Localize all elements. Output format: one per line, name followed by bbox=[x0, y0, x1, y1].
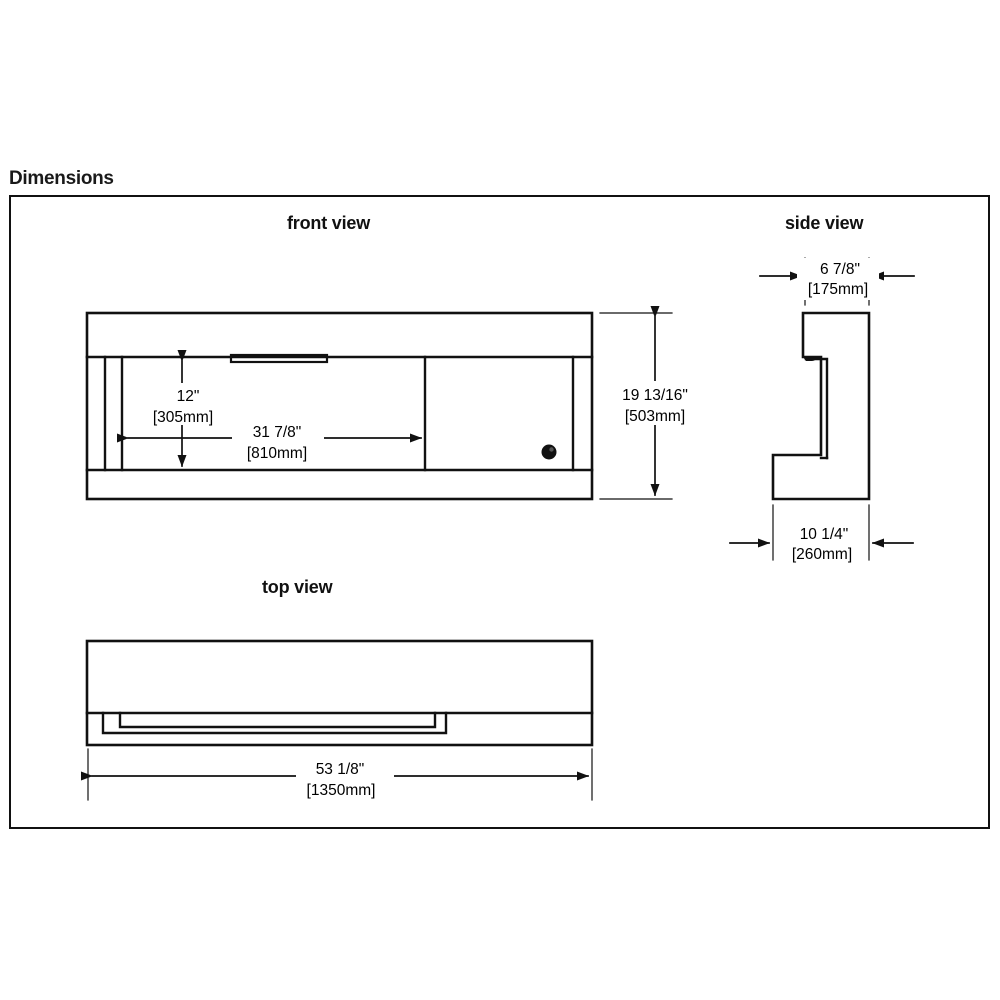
dim-side-depth-lower bbox=[729, 504, 914, 561]
dimension-labels: 12" [305mm] 31 7/8" [810mm] 19 13/16" [5… bbox=[152, 258, 879, 800]
label-31in-imperial: 31 7/8" bbox=[253, 424, 302, 441]
label-53in-metric: [1350mm] bbox=[307, 782, 376, 799]
label-12in-imperial: 12" bbox=[177, 388, 200, 405]
label-19in-metric: [503mm] bbox=[625, 408, 685, 425]
top-view-geometry bbox=[85, 639, 594, 747]
label-31in-metric: [810mm] bbox=[247, 445, 307, 462]
front-view-geometry bbox=[85, 311, 594, 501]
label-675in-imperial: 6 7/8" bbox=[820, 261, 860, 278]
label-12in-metric: [305mm] bbox=[153, 409, 213, 426]
side-view-title: side view bbox=[785, 213, 864, 233]
front-outer-body bbox=[85, 311, 594, 501]
label-19in-imperial: 19 13/16" bbox=[622, 387, 688, 404]
top-channel-inner bbox=[118, 711, 437, 729]
control-knob-highlight bbox=[549, 447, 554, 452]
side-profile-outline bbox=[771, 311, 871, 501]
side-chamfer-tick bbox=[803, 357, 815, 361]
page-title: Dimensions bbox=[9, 168, 114, 189]
side-inner-recess bbox=[804, 357, 829, 460]
label-1025in-metric: [260mm] bbox=[792, 546, 852, 563]
drawing-frame bbox=[9, 195, 990, 829]
label-1025in-imperial: 10 1/4" bbox=[800, 526, 849, 543]
top-view-title: top view bbox=[262, 577, 333, 597]
control-knob-icon bbox=[541, 444, 557, 460]
top-channel-outer bbox=[101, 711, 448, 735]
side-view-geometry bbox=[771, 311, 871, 501]
front-handle-slot bbox=[229, 353, 329, 364]
top-outer-body bbox=[85, 639, 594, 747]
label-53in-imperial: 53 1/8" bbox=[316, 761, 365, 778]
label-675in-metric: [175mm] bbox=[808, 281, 868, 298]
front-view-title: front view bbox=[287, 213, 371, 233]
